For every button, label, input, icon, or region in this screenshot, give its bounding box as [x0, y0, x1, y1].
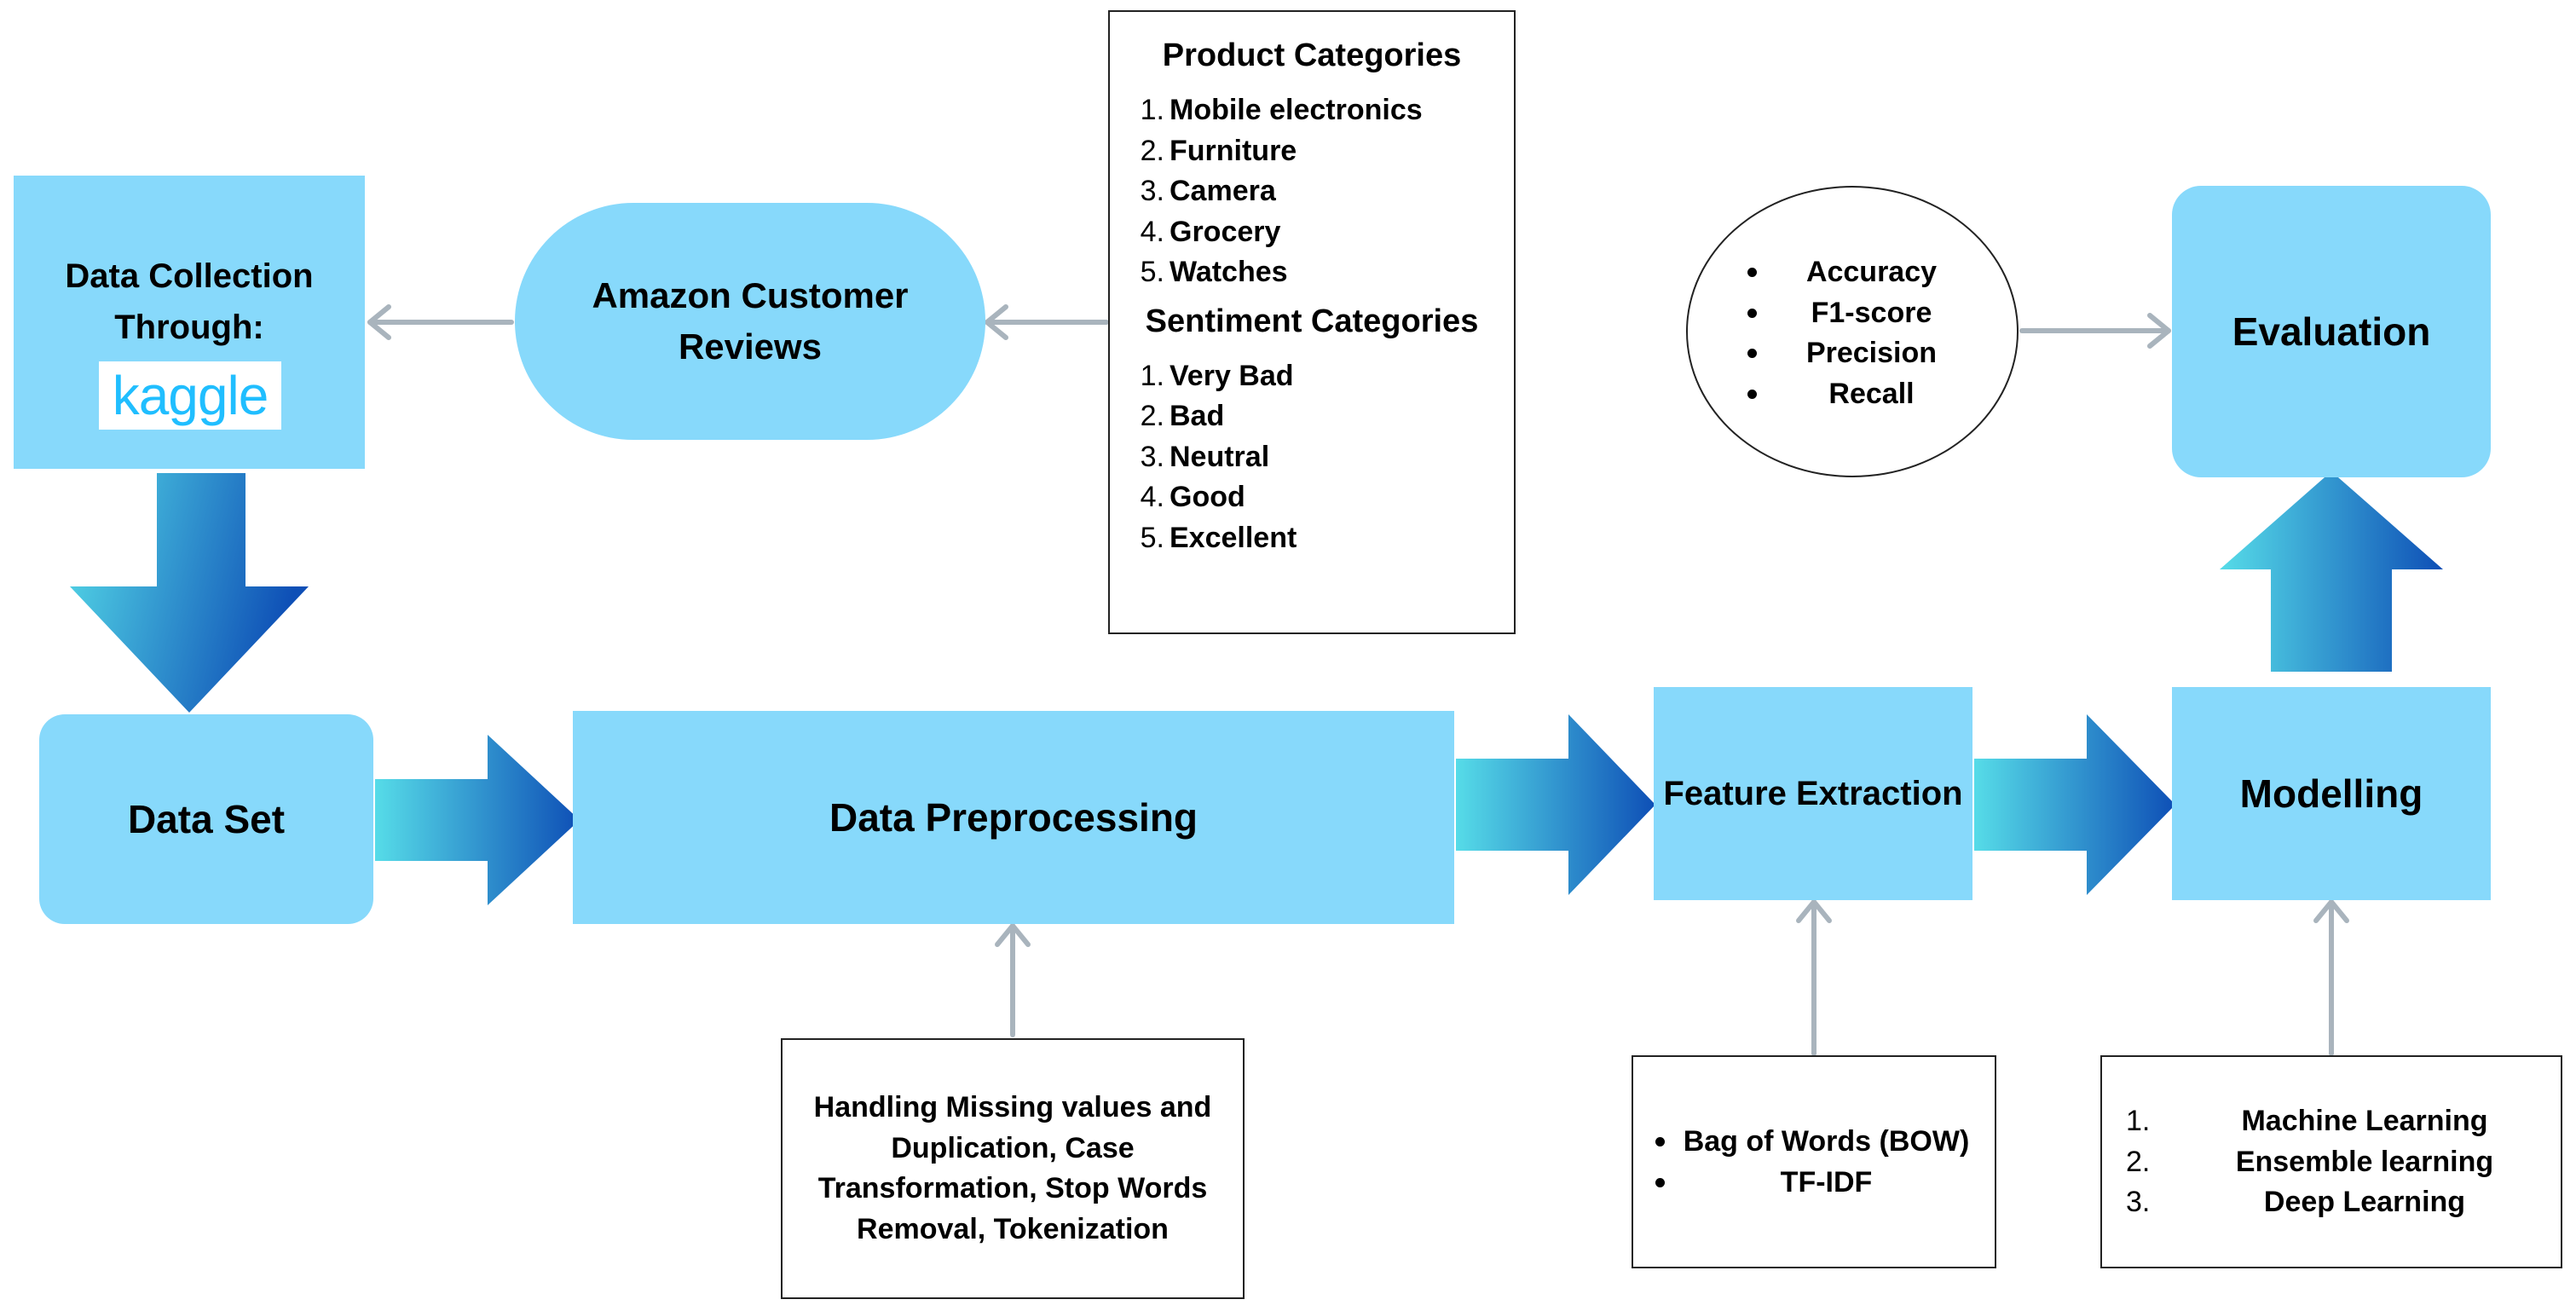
- amazon-reviews-label: Amazon Customer Reviews: [592, 275, 909, 367]
- product-category-item-text: Camera: [1170, 175, 1276, 207]
- product-category-item-number: 2.: [1140, 134, 1164, 167]
- sentiment-category-item-text: Bad: [1170, 400, 1225, 432]
- model-types-list: 1. Machine Learning 2. Ensemble learning 3. D…: [2126, 1101, 2552, 1223]
- product-categories-title: Product Categories: [1162, 38, 1462, 73]
- product-category-item: 1.Mobile electronics: [1135, 90, 1514, 131]
- bullet-icon: [1655, 1177, 1665, 1187]
- arrow-collection-to-dataset: [70, 473, 309, 713]
- feature-method-item: Bag of Words (BOW): [1655, 1122, 1988, 1163]
- sentiment-category-item: 5.Excellent: [1135, 518, 1514, 559]
- product-category-item: 5.Watches: [1135, 252, 1514, 293]
- sentiment-categories-title: Sentiment Categories: [1145, 303, 1479, 339]
- arrow-features-to-modelling: [1974, 714, 2175, 895]
- metric-item-text: Recall: [1828, 377, 1915, 410]
- bullet-icon: [1655, 1137, 1665, 1147]
- metric-item-text: F1-score: [1811, 296, 1932, 329]
- evaluation-node: Evaluation: [2172, 186, 2491, 477]
- bullet-icon: [1747, 268, 1757, 278]
- feature-methods-list: Bag of Words (BOW) TF-IDF: [1655, 1122, 1988, 1203]
- product-category-item-number: 3.: [1140, 175, 1164, 207]
- feature-extraction-label: Feature Extraction: [1663, 774, 1963, 812]
- feature-method-item-text: TF-IDF: [1780, 1165, 1873, 1198]
- feature-method-item: TF-IDF: [1655, 1163, 1988, 1204]
- data-set-node: Data Set: [39, 714, 373, 924]
- bullet-icon: [1747, 308, 1757, 318]
- model-type-text: Machine Learning: [2241, 1105, 2488, 1137]
- model-type-number: 2.: [2126, 1145, 2151, 1178]
- sentiment-category-item-text: Good: [1170, 481, 1245, 513]
- product-category-item-text: Watches: [1170, 256, 1288, 288]
- sentiment-category-item-number: 2.: [1140, 400, 1164, 432]
- sentiment-category-item-number: 4.: [1140, 481, 1164, 513]
- product-category-item-text: Grocery: [1170, 215, 1281, 248]
- sentiment-category-item: 2.Bad: [1135, 396, 1514, 437]
- modelling-node: Modelling: [2172, 687, 2491, 900]
- amazon-reviews-node: Amazon Customer Reviews: [515, 203, 985, 440]
- metric-item-text: Accuracy: [1805, 256, 1938, 288]
- preprocessing-details-text: Handling Missing values and Duplication,…: [813, 1091, 1212, 1245]
- product-category-item: 4.Grocery: [1135, 212, 1514, 253]
- bullet-icon: [1747, 389, 1757, 399]
- sentiment-category-item-number: 5.: [1140, 521, 1164, 554]
- metric-item: Accuracy: [1747, 252, 1986, 293]
- model-type-item: 1. Machine Learning: [2126, 1101, 2552, 1142]
- product-category-item: 2.Furniture: [1135, 131, 1514, 172]
- sentiment-category-item-text: Very Bad: [1170, 359, 1294, 392]
- preprocessing-details-box: Handling Missing values and Duplication,…: [781, 1038, 1245, 1299]
- model-type-item: 3. Deep Learning: [2126, 1182, 2552, 1223]
- model-types-box: 1. Machine Learning 2. Ensemble learning 3. D…: [2100, 1055, 2562, 1268]
- metric-item-text: Precision: [1805, 337, 1938, 369]
- evaluation-label: Evaluation: [2232, 309, 2431, 354]
- feature-methods-box: Bag of Words (BOW) TF-IDF: [1632, 1055, 1996, 1268]
- metric-item: Precision: [1747, 333, 1986, 374]
- product-category-item-number: 5.: [1140, 256, 1164, 288]
- kaggle-logo-text: kaggle: [112, 365, 269, 426]
- data-set-label: Data Set: [127, 797, 286, 841]
- arrow-modelling-to-evaluation: [2220, 471, 2443, 672]
- sentiment-category-item-text: Neutral: [1170, 440, 1270, 473]
- product-category-item-number: 4.: [1140, 215, 1164, 248]
- model-type-text: Deep Learning: [2263, 1186, 2466, 1218]
- sentiment-category-item: 4.Good: [1135, 477, 1514, 518]
- sentiment-category-item-number: 3.: [1140, 440, 1164, 473]
- data-preprocessing-label: Data Preprocessing: [829, 795, 1198, 840]
- feature-method-item-text: Bag of Words (BOW): [1683, 1125, 1970, 1158]
- kaggle-logo: kaggle: [99, 361, 281, 430]
- bullet-icon: [1747, 349, 1757, 359]
- sentiment-category-item: 3.Neutral: [1135, 437, 1514, 478]
- model-type-number: 3.: [2126, 1186, 2151, 1218]
- data-collection-label: Data Collection Through:: [65, 257, 314, 346]
- modelling-label: Modelling: [2239, 771, 2423, 816]
- metric-item: Recall: [1747, 374, 1986, 415]
- sentiment-category-item-number: 1.: [1140, 359, 1164, 392]
- model-type-number: 1.: [2126, 1105, 2151, 1137]
- product-category-item: 3.Camera: [1135, 171, 1514, 212]
- model-type-item: 2. Ensemble learning: [2126, 1142, 2552, 1183]
- sentiment-category-item-text: Excellent: [1170, 521, 1297, 554]
- data-preprocessing-node: Data Preprocessing: [573, 711, 1454, 924]
- product-category-item-text: Mobile electronics: [1170, 94, 1423, 126]
- product-category-item-number: 1.: [1140, 94, 1164, 126]
- feature-extraction-node: Feature Extraction: [1654, 687, 1972, 900]
- arrow-preprocessing-to-features: [1456, 714, 1655, 895]
- model-type-text: Ensemble learning: [2235, 1145, 2494, 1178]
- data-collection-node: Data Collection Through: kaggle: [14, 176, 365, 469]
- product-category-item-text: Furniture: [1170, 134, 1297, 167]
- metric-item: F1-score: [1747, 293, 1986, 334]
- sentiment-category-item: 1.Very Bad: [1135, 356, 1514, 397]
- arrow-dataset-to-preprocessing: [375, 735, 580, 905]
